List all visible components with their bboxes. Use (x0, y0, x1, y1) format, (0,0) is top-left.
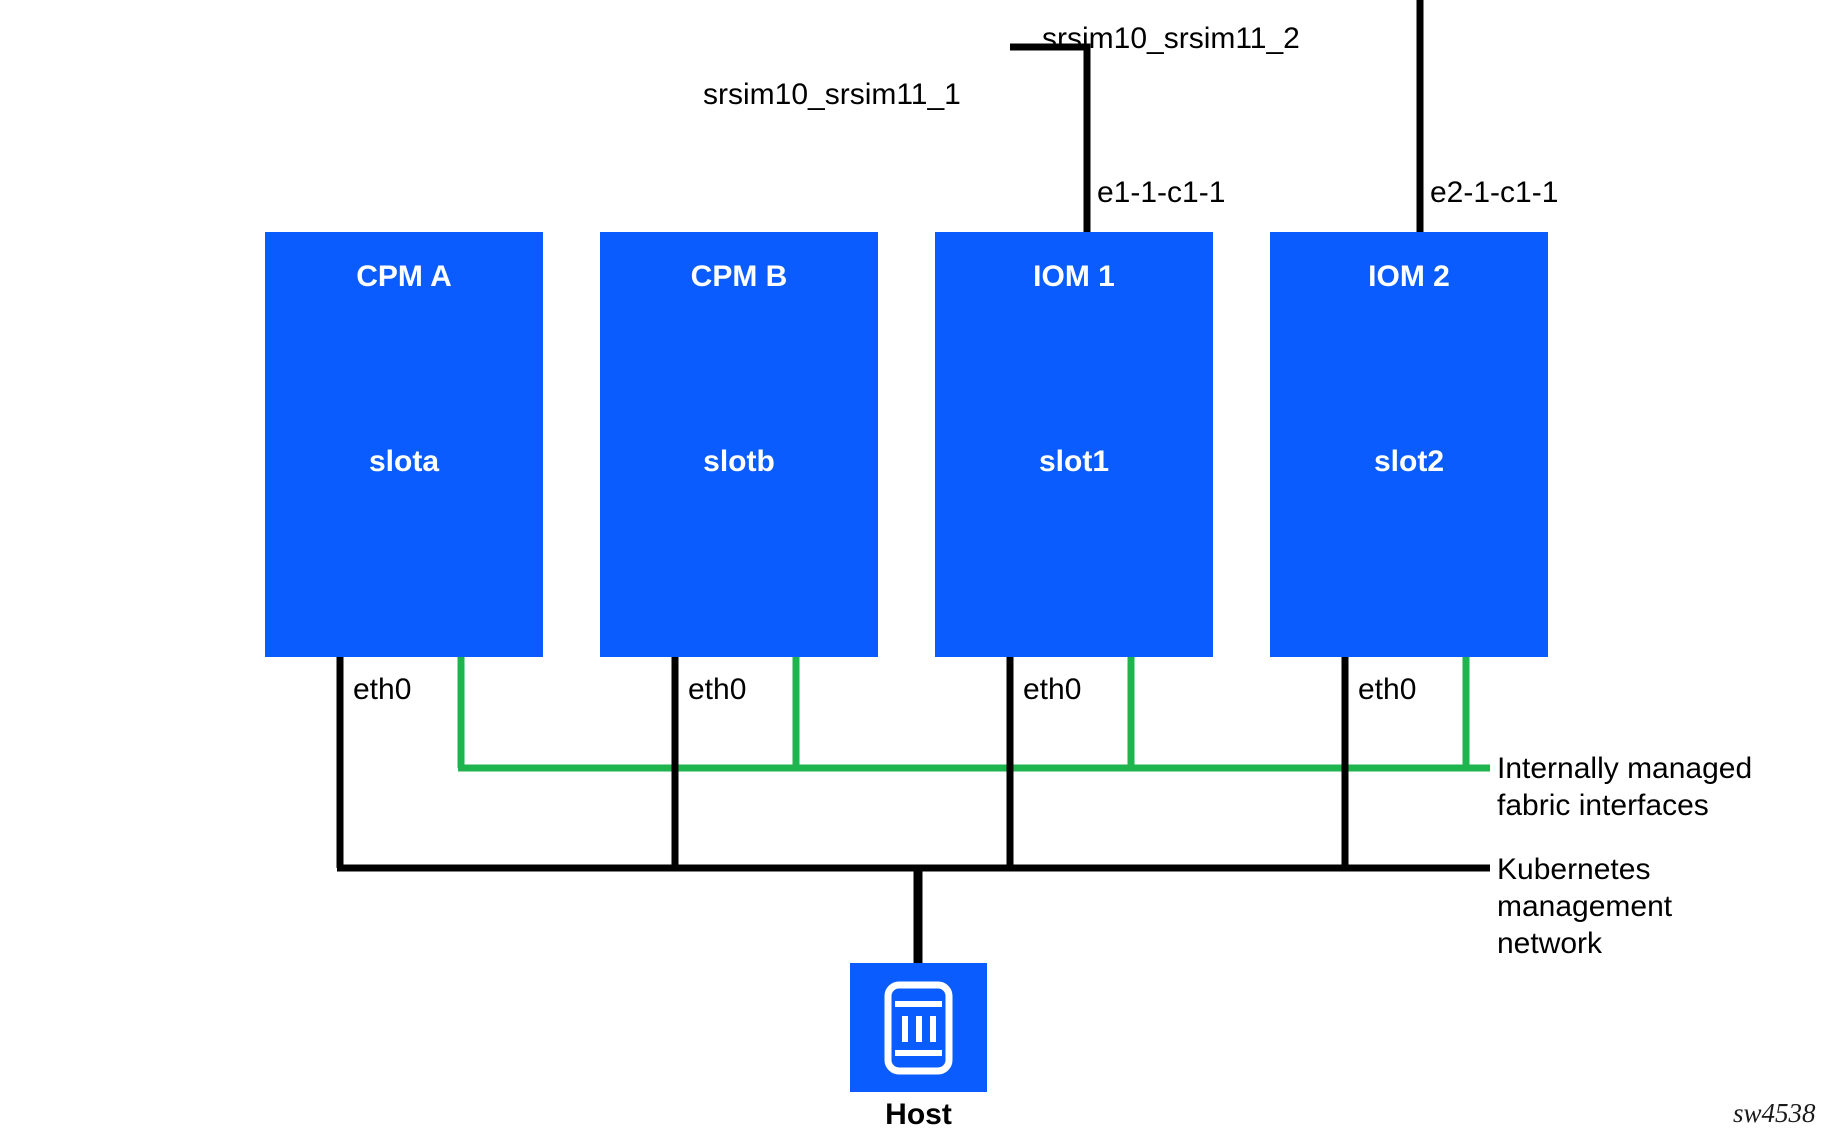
host-node[interactable] (850, 963, 987, 1092)
node-cpm-b[interactable]: CPM B slotb (600, 232, 878, 657)
server-rack-icon (884, 981, 953, 1075)
node-cpm-a-slot: slota (368, 445, 440, 478)
external-link-1-label: srsim10_srsim11_1 (703, 78, 961, 111)
fabric-link-lines (457, 657, 1490, 772)
legend-mgmt-line-1: Kubernetes (1497, 853, 1651, 886)
node-cpm-b-eth0-label: eth0 (688, 673, 747, 706)
legend-mgmt-line-3: network (1497, 927, 1603, 960)
node-iom-1[interactable]: IOM 1 slot1 (935, 232, 1213, 657)
node-cpm-b-title: CPM B (690, 260, 788, 293)
mgmt-link-lines (336, 657, 1490, 963)
node-iom-1-title: IOM 1 (1033, 260, 1115, 293)
node-cpm-a[interactable]: CPM A slota (265, 232, 543, 657)
legend-kubernetes-management-network: Kubernetes management network (1497, 851, 1797, 962)
external-link-2-label: srsim10_srsim11_2 (1042, 22, 1300, 55)
external-link-1-connector (1010, 43, 1091, 240)
node-iom-1-slot: slot1 (1038, 445, 1110, 478)
node-cpm-a-eth0-label: eth0 (353, 673, 412, 706)
external-link-1-port-label: e1-1-c1-1 (1097, 176, 1226, 209)
legend-fabric-line-1: Internally managed (1497, 752, 1753, 785)
node-iom-1-eth0-label: eth0 (1023, 673, 1082, 706)
legend-fabric-interfaces: Internally managed fabric interfaces (1497, 750, 1797, 824)
node-iom-2[interactable]: IOM 2 slot2 (1270, 232, 1548, 657)
node-cpm-a-title: CPM A (356, 260, 452, 293)
host-label: Host (885, 1098, 952, 1131)
external-link-2-connector (1416, 0, 1424, 240)
node-iom-2-slot: slot2 (1373, 445, 1445, 478)
node-cpm-b-slot: slotb (703, 445, 775, 478)
node-iom-2-title: IOM 2 (1368, 260, 1450, 293)
legend-fabric-line-2: fabric interfaces (1497, 789, 1709, 822)
legend-mgmt-line-2: management (1497, 890, 1673, 923)
node-iom-2-eth0-label: eth0 (1358, 673, 1417, 706)
figure-id-watermark: sw4538 (1733, 1098, 1816, 1128)
external-link-2-port-label: e2-1-c1-1 (1430, 176, 1559, 209)
